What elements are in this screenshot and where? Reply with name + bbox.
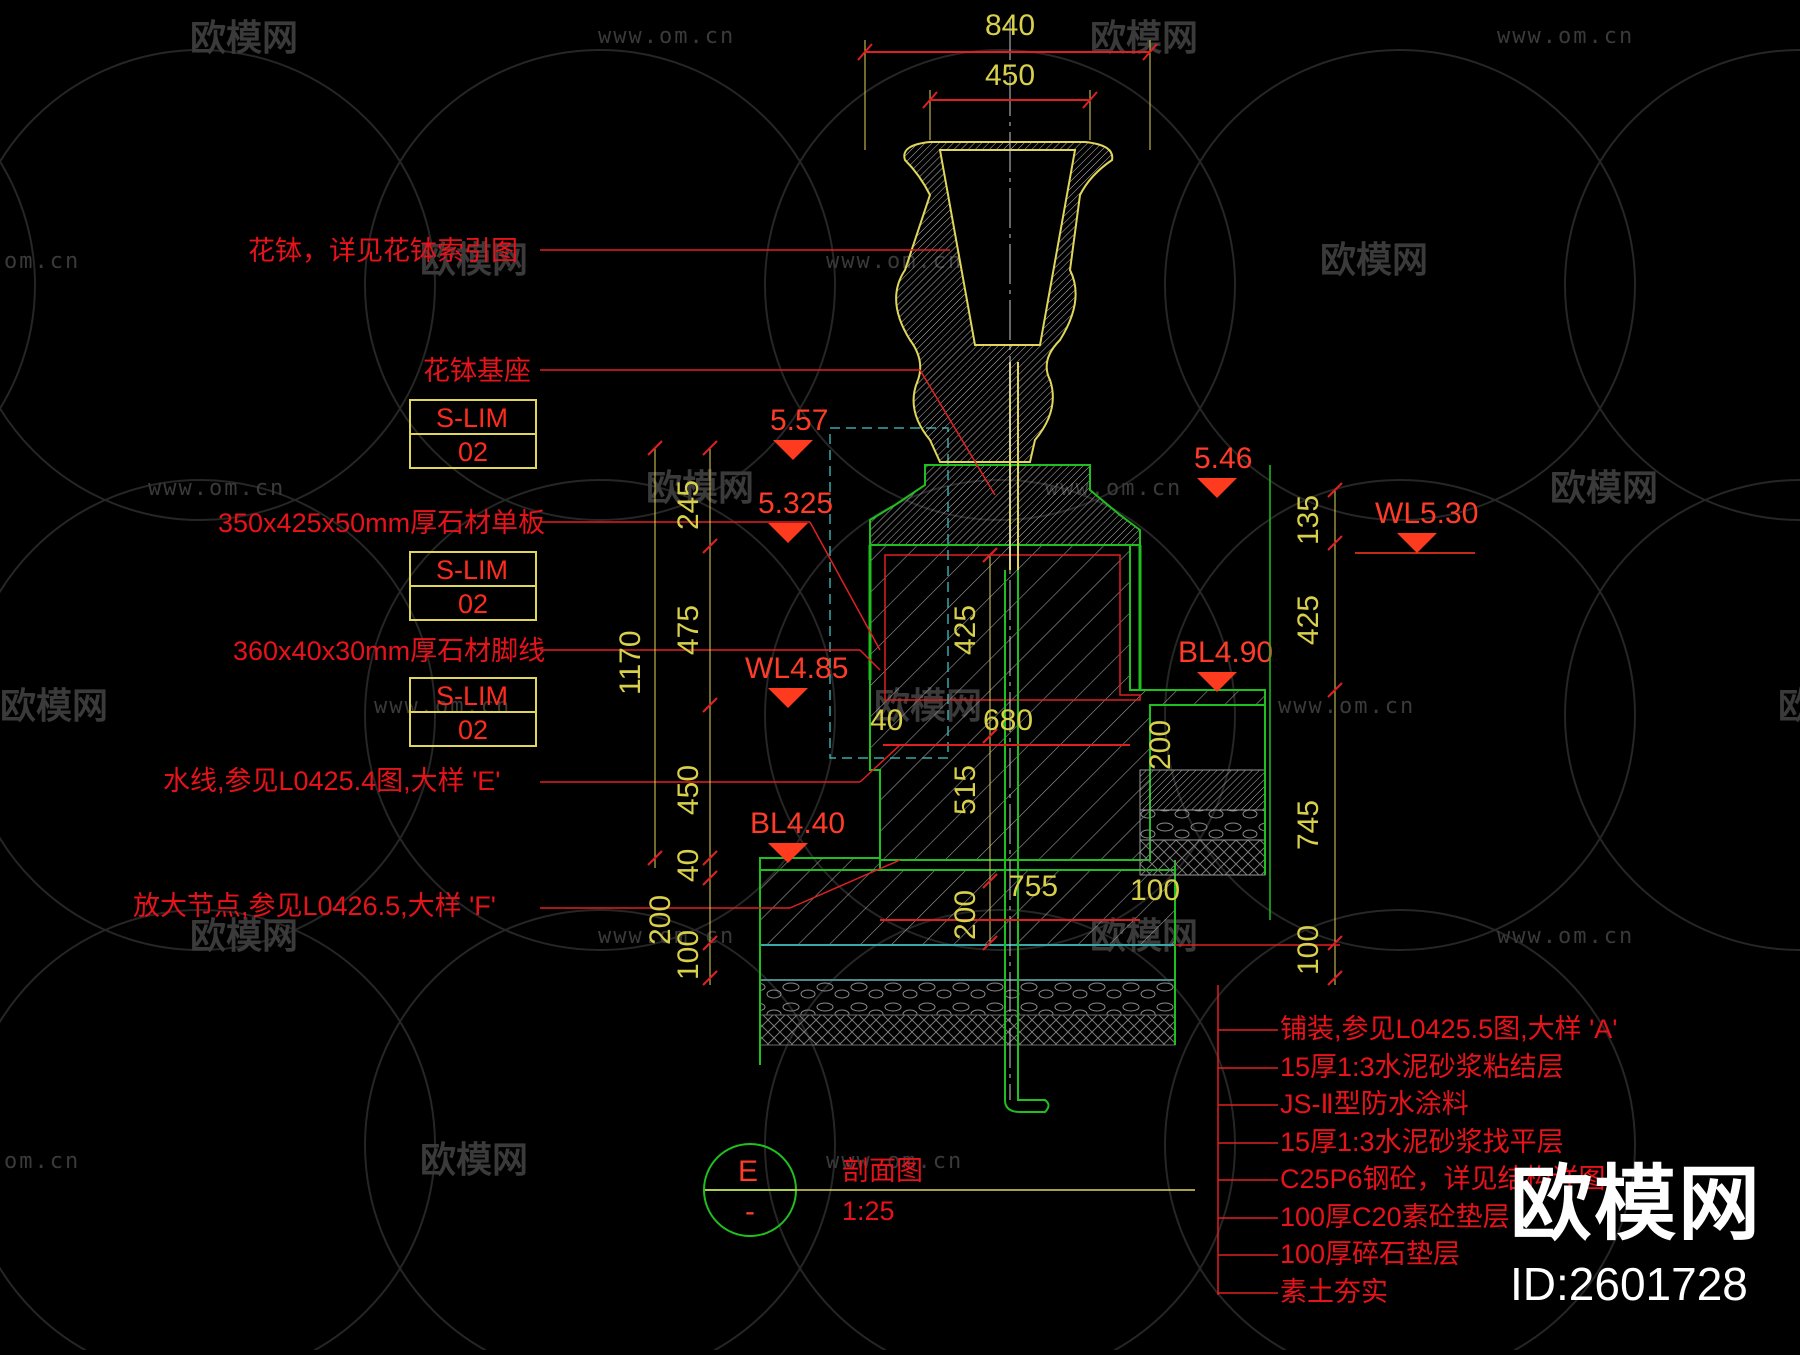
dim-left-40: 40: [672, 849, 705, 882]
ref-tag-bottom: 02: [458, 437, 488, 467]
ref-tags: [409, 399, 537, 747]
ref-tag-bottom: 02: [458, 715, 488, 745]
layer-rc-concrete: C25P6钢砼，详见结构详图: [1280, 1164, 1606, 1194]
dim-left-1170: 1170: [614, 630, 647, 695]
layer-bonding-mortar: 15厚1:3水泥砂浆粘结层: [1280, 1052, 1564, 1082]
dim-left-450: 450: [672, 765, 705, 815]
callout-leaders: [540, 249, 996, 909]
wm-logo: 欧模网: [1778, 685, 1800, 726]
wm-url: www.om.cn: [1278, 694, 1415, 719]
dim-center-515: 515: [949, 765, 982, 815]
layer-leveling-mortar: 15厚1:3水泥砂浆找平层: [1280, 1127, 1564, 1157]
section-title: 剖面图: [842, 1156, 923, 1186]
wm-url: www.om.cn: [148, 476, 285, 501]
top-dimensions: [857, 40, 1158, 150]
wm-logo: 欧模网: [1550, 467, 1658, 508]
ref-tag-top: S-LIM: [436, 555, 508, 585]
left-dim-lines: [647, 440, 718, 986]
wm-logo: 欧模网: [420, 239, 528, 280]
wm-url: www.om.cn: [1497, 924, 1634, 949]
dim-center-680: 680: [983, 704, 1033, 737]
dim-center-40: 40: [870, 704, 903, 737]
ref-tag-top: S-LIM: [436, 681, 508, 711]
wm-logo: 欧模网: [1320, 239, 1428, 280]
level-wl-5-30: WL5.30: [1375, 497, 1478, 530]
dim-right-135: 135: [1292, 495, 1325, 545]
dim-right-100: 100: [1292, 925, 1325, 975]
callout-vase-base: 花钵基座: [423, 356, 531, 386]
flower-vase: [895, 141, 1114, 570]
dim-center-425: 425: [949, 605, 982, 655]
wm-url: www.om.cn: [826, 1149, 963, 1174]
dim-right-425: 425: [1292, 595, 1325, 645]
callout-stone-panel: 350x425x50mm厚石材单板: [218, 508, 545, 538]
level-5-46: 5.46: [1194, 442, 1252, 475]
level-markers: [768, 440, 1437, 863]
level-bl-4-40: BL4.40: [750, 807, 845, 840]
dim-left-245: 245: [672, 480, 705, 530]
dim-center-100: 100: [1130, 874, 1180, 907]
callout-stone-skirting: 360x40x30mm厚石材脚线: [233, 636, 545, 666]
dim-right-745: 745: [1292, 800, 1325, 850]
dim-left-200: 200: [644, 895, 677, 945]
layer-paving: 铺装,参见L0425.5图,大样 'A': [1280, 1014, 1617, 1044]
ref-tag-bottom: 02: [458, 589, 488, 619]
foundation-section: [759, 427, 1266, 1065]
layer-compacted-soil: 素土夯实: [1280, 1277, 1388, 1307]
wm-url: om.cn: [4, 1149, 80, 1174]
callout-water-line: 水线,参见L0425.4图,大样 'E': [163, 766, 500, 796]
dim-inner-width: 450: [985, 59, 1035, 92]
section-sheet: -: [745, 1195, 755, 1228]
wm-url: www.om.cn: [598, 24, 735, 49]
ref-tag-top: S-LIM: [436, 403, 508, 433]
right-dim-lines: [1175, 465, 1343, 986]
dim-left-100: 100: [672, 930, 705, 980]
brand-stamp: 欧模网 ID:2601728: [1510, 1159, 1763, 1311]
brand-name: 欧模网: [1510, 1159, 1763, 1250]
level-5-325: 5.325: [758, 487, 833, 520]
dim-overall-width: 840: [985, 9, 1035, 42]
layer-legend-leader: [1217, 985, 1278, 1295]
dim-center-200: 200: [949, 890, 982, 940]
level-5-57: 5.57: [770, 404, 828, 437]
wm-url: om.cn: [4, 249, 80, 274]
layer-waterproof: JS-Ⅱ型防水涂料: [1280, 1089, 1469, 1119]
dim-center-200b: 200: [1144, 720, 1177, 770]
wm-logo: 欧模网: [190, 17, 298, 58]
wm-url: www.om.cn: [598, 924, 735, 949]
center-dim-lines: [880, 547, 1140, 951]
callout-enlarged-node: 放大节点,参见L0426.5,大样 'F': [133, 891, 496, 921]
level-wl-4-85: WL4.85: [745, 652, 848, 685]
callout-vase: 花钵，详见花钵索引图: [248, 236, 518, 266]
wm-logo: 欧模网: [0, 685, 108, 726]
section-letter: E: [738, 1155, 758, 1188]
section-mark: [703, 1143, 1195, 1237]
section-scale: 1:25: [842, 1196, 895, 1226]
dim-left-475: 475: [672, 605, 705, 655]
layer-gravel: 100厚碎石垫层: [1280, 1239, 1460, 1269]
level-bl-4-90: BL4.90: [1178, 636, 1273, 669]
layer-plain-concrete: 100厚C20素砼垫层: [1280, 1202, 1510, 1232]
wm-url: www.om.cn: [374, 694, 511, 719]
dim-center-755: 755: [1008, 870, 1058, 903]
wm-logo: 欧模网: [420, 1139, 528, 1180]
wm-logo: 欧模网: [190, 915, 298, 956]
wm-logo: 欧模网: [646, 467, 754, 508]
wm-url: www.om.cn: [1497, 24, 1634, 49]
brand-id: ID:2601728: [1510, 1258, 1748, 1310]
